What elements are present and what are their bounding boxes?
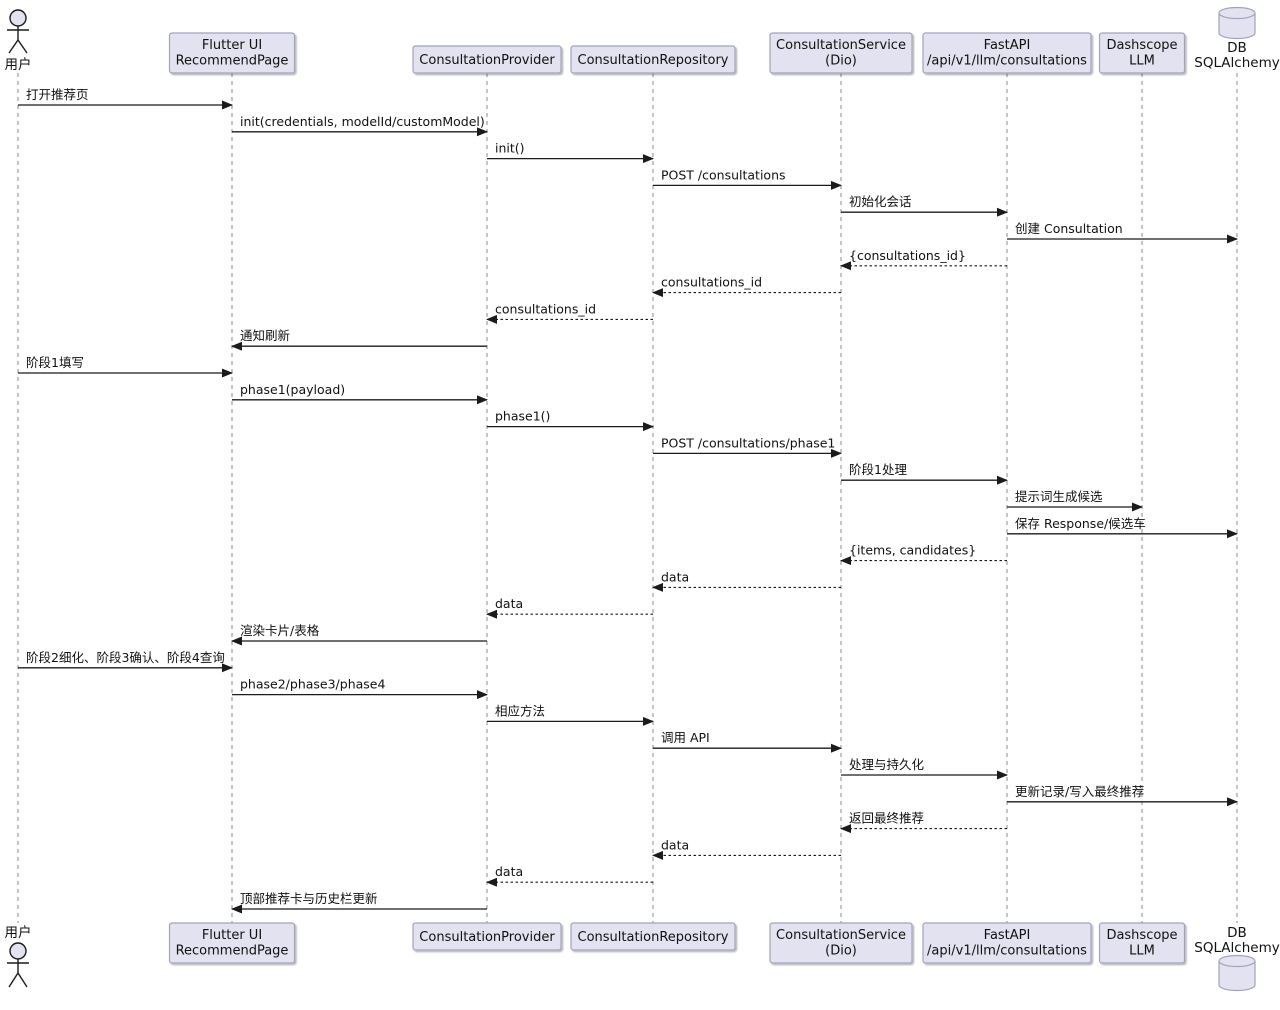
message-label-17: {items, candidates} [849,543,976,558]
actor-icon [7,942,29,988]
participant-top-fastapi [922,32,1092,74]
message-label-10: 阶段1填写 [26,355,84,370]
message-label-6: {consultations_id} [849,248,966,263]
participant-top-fastapi-label-2: /api/v1/llm/consultations [927,54,1087,69]
message-label-27: 返回最终推荐 [849,811,924,826]
participant-top-fastapi-label-1: FastAPI [984,38,1031,53]
participant-top-db-label-2: SQLAlchemy [1194,55,1279,71]
participant-top-flutter-label-1: Flutter UI [202,38,262,53]
message-label-0: 打开推荐页 [26,87,89,102]
database-icon [1218,954,1256,992]
participant-top-service-label-2: (Dio) [825,54,857,69]
message-label-18: data [661,569,689,584]
message-label-9: 通知刷新 [240,328,290,343]
participant-bottom-repository-label: ConsultationRepository [578,930,729,945]
participant-top-flutter [168,32,296,74]
participant-bottom-service-label-2: (Dio) [825,944,857,959]
participant-bottom-db-label-2: SQLAlchemy [1194,940,1279,956]
message-label-19: data [495,596,523,611]
participant-bottom-dashscope-label-1: Dashscope [1106,928,1177,943]
participant-bottom-provider-label: ConsultationProvider [419,930,555,945]
participant-bottom-flutter [168,922,296,964]
participant-top-repository [570,45,736,74]
message-label-11: phase1(payload) [240,382,345,397]
participant-top-db-label-1: DB [1227,40,1247,56]
participant-bottom-service-label-1: ConsultationService [776,928,906,943]
message-label-2: init() [495,141,525,156]
actor-icon [7,9,29,54]
message-label-23: 相应方法 [495,703,545,718]
participant-bottom-provider [412,922,562,951]
participant-bottom-flutter-label-2: RecommendPage [176,944,289,959]
participant-bottom-repository [570,922,736,951]
message-label-16: 保存 Response/候选车 [1015,516,1146,531]
message-label-21: 阶段2细化、阶段3确认、阶段4查询 [26,650,225,665]
participant-top-service-label-1: ConsultationService [776,38,906,53]
participant-bottom-dashscope-label-2: LLM [1129,944,1155,959]
message-label-4: 初始化会话 [849,194,912,209]
participant-top-dashscope [1098,32,1186,74]
participant-top-dashscope-label-2: LLM [1129,54,1155,69]
participant-top-provider [412,45,562,74]
participant-top-dashscope-label-1: Dashscope [1106,38,1177,53]
message-label-24: 调用 API [661,730,710,745]
message-label-25: 处理与持久化 [849,757,925,772]
participant-bottom-fastapi-label-2: /api/v1/llm/consultations [927,944,1087,959]
message-label-28: data [661,837,689,852]
participant-bottom-service [769,922,913,964]
message-label-1: init(credentials, modelId/customModel) [240,114,485,129]
message-label-15: 提示词生成候选 [1015,489,1103,504]
participant-bottom-flutter-label-1: Flutter UI [202,928,262,943]
message-label-22: phase2/phase3/phase4 [240,677,385,692]
message-label-8: consultations_id [495,301,596,316]
participant-bottom-user-label: 用户 [5,924,32,941]
participant-top-service [769,32,913,74]
message-label-30: 顶部推荐卡与历史栏更新 [240,891,378,906]
message-label-26: 更新记录/写入最终推荐 [1015,784,1144,799]
participant-top-user-label: 用户 [5,56,32,73]
participant-top-provider-label: ConsultationProvider [419,53,555,68]
message-label-29: data [495,864,523,879]
participant-bottom-fastapi [922,922,1092,964]
message-label-20: 渲染卡片/表格 [240,623,320,638]
message-label-12: phase1() [495,409,550,424]
participant-top-repository-label: ConsultationRepository [578,53,729,68]
participant-top-flutter-label-2: RecommendPage [176,54,289,69]
message-label-13: POST /consultations/phase1 [661,435,835,450]
message-label-7: consultations_id [661,275,762,290]
database-icon [1218,6,1256,40]
participant-bottom-fastapi-label-1: FastAPI [984,928,1031,943]
participant-bottom-db-label-1: DB [1227,925,1247,941]
message-label-14: 阶段1处理 [849,462,907,477]
participant-bottom-dashscope [1098,922,1186,964]
message-label-5: 创建 Consultation [1015,221,1123,236]
message-label-3: POST /consultations [661,167,786,182]
